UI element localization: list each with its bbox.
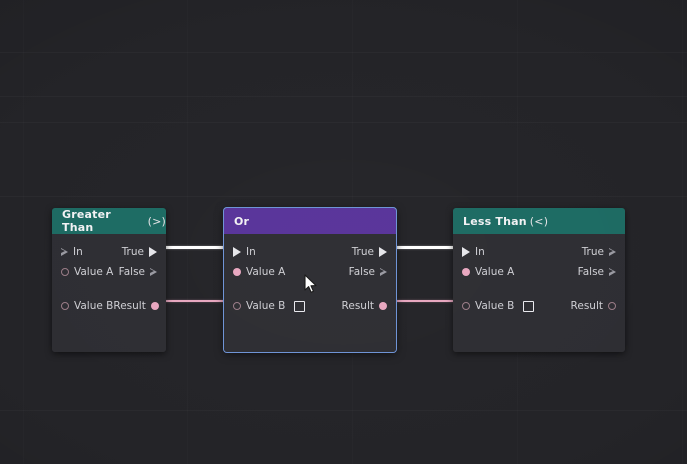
node-port-row: Value A False: [224, 264, 396, 280]
input-port-label: In: [73, 246, 83, 258]
output-port-label: True: [581, 246, 604, 258]
data-pin-hollow-icon[interactable]: [233, 302, 241, 310]
output-port-result[interactable]: Result: [571, 300, 616, 312]
data-pin-filled-icon[interactable]: [462, 268, 470, 276]
input-port-in[interactable]: In: [233, 246, 256, 258]
data-pin-filled-icon[interactable]: [379, 302, 387, 310]
input-port-label: Value A: [475, 266, 515, 278]
input-port-label: In: [246, 246, 256, 258]
grid-line-vertical: [187, 0, 188, 464]
node-header-or[interactable]: Or: [224, 208, 396, 234]
exec-pin-hollow-icon[interactable]: [150, 267, 157, 277]
exec-pin-hollow-icon[interactable]: [380, 267, 387, 277]
node-title-symbol: (<): [529, 214, 549, 228]
input-port-value-b[interactable]: Value B: [61, 300, 113, 312]
data-pin-hollow-icon[interactable]: [61, 268, 69, 276]
node-header-greater-than[interactable]: Greater Than (>): [52, 208, 166, 234]
output-port-label: False: [118, 266, 145, 278]
node-title: Greater Than: [62, 208, 111, 234]
node-port-row: Value A False: [52, 264, 166, 280]
output-port-false[interactable]: False: [349, 266, 387, 278]
input-port-label: Value B: [475, 300, 515, 312]
exec-pin-filled-icon[interactable]: [149, 247, 157, 257]
connection-wire-exec[interactable]: [158, 246, 234, 249]
input-port-label: Value A: [74, 266, 114, 278]
node-port-row: In True: [52, 244, 166, 260]
node-port-row: In True: [224, 244, 396, 260]
node-title-symbol: (>): [147, 214, 166, 228]
grid-line-horizontal: [0, 52, 687, 53]
grid-line-horizontal: [0, 96, 687, 97]
input-port-value-a[interactable]: Value A: [233, 266, 285, 278]
input-port-label: Value A: [246, 266, 286, 278]
exec-pin-filled-icon[interactable]: [379, 247, 387, 257]
grid-line-horizontal: [0, 410, 687, 411]
node-port-row: Value B Result: [224, 298, 396, 314]
grid-line-horizontal: [0, 196, 687, 197]
output-port-label: Result: [113, 300, 146, 312]
data-pin-filled-icon[interactable]: [150, 302, 159, 310]
input-port-label: Value B: [74, 300, 114, 312]
output-port-result[interactable]: Result: [342, 300, 387, 312]
value-b-checkbox[interactable]: [523, 300, 535, 312]
output-port-result[interactable]: Result: [113, 300, 159, 312]
input-port-in[interactable]: In: [462, 246, 485, 258]
exec-pin-filled-icon[interactable]: [462, 247, 470, 257]
data-pin-hollow-icon[interactable]: [462, 302, 470, 310]
data-pin-hollow-icon[interactable]: [61, 302, 69, 310]
node-port-row: Value A False: [453, 264, 625, 280]
output-port-true[interactable]: True: [122, 246, 157, 258]
output-port-label: False: [577, 266, 604, 278]
exec-pin-hollow-icon[interactable]: [609, 247, 616, 257]
input-port-value-b[interactable]: Value B: [462, 300, 535, 312]
node-title: Or: [234, 214, 250, 228]
node-header-less-than[interactable]: Less Than(<): [453, 208, 625, 234]
grid-line-vertical: [23, 0, 24, 464]
output-port-false[interactable]: False: [578, 266, 616, 278]
data-pin-hollow-icon[interactable]: [608, 302, 616, 310]
exec-pin-hollow-icon[interactable]: [609, 267, 616, 277]
output-port-false[interactable]: False: [119, 266, 157, 278]
value-b-checkbox[interactable]: [294, 300, 306, 312]
input-port-in[interactable]: In: [61, 246, 83, 258]
node-port-row: Value B Result: [453, 298, 625, 314]
output-port-label: True: [351, 246, 374, 258]
data-pin-filled-icon[interactable]: [233, 268, 241, 276]
output-port-label: False: [348, 266, 375, 278]
input-port-value-a[interactable]: Value A: [61, 266, 113, 278]
input-port-value-a[interactable]: Value A: [462, 266, 514, 278]
input-port-label: In: [475, 246, 485, 258]
input-port-value-b[interactable]: Value B: [233, 300, 306, 312]
node-title: Less Than: [463, 214, 527, 228]
output-port-label: Result: [341, 300, 374, 312]
node-port-row: In True: [453, 244, 625, 260]
output-port-true[interactable]: True: [582, 246, 616, 258]
exec-pin-hollow-icon[interactable]: [61, 247, 68, 257]
input-port-label: Value B: [246, 300, 286, 312]
grid-line-vertical: [682, 0, 683, 464]
output-port-true[interactable]: True: [352, 246, 387, 258]
output-port-label: True: [121, 246, 144, 258]
output-port-label: Result: [570, 300, 603, 312]
grid-line-horizontal: [0, 122, 687, 123]
exec-pin-filled-icon[interactable]: [233, 247, 241, 257]
